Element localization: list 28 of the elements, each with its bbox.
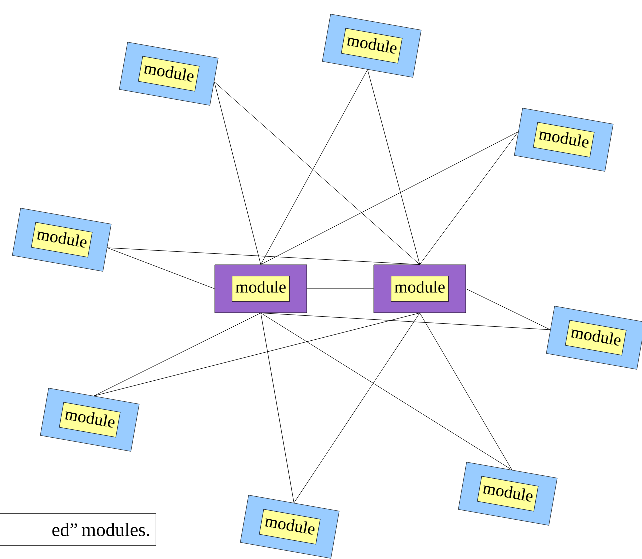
connector-line [260,312,551,330]
connector-line [260,312,294,504]
connector-line [260,312,512,470]
connector-line [107,248,420,266]
module-box: module [119,42,219,106]
module-box: module [546,306,642,370]
module-box: module [12,208,112,272]
module-box: module [514,108,614,172]
connector-line [294,312,420,504]
central-module-box: module [374,264,466,314]
connector-line [420,312,512,470]
connector-line [94,312,420,396]
connector-line [107,248,216,290]
module-box: module [40,388,140,452]
connector-line [306,288,374,290]
connector-line [260,70,368,266]
module-box: module [240,495,340,559]
connector-line [420,132,519,266]
module-box: module [458,462,558,526]
module-box: module [322,14,422,78]
connector-line [260,132,519,266]
connector-line [214,82,262,266]
connector-line [94,312,262,396]
caption-box: ed” modules. [0,514,156,546]
connector-line [466,288,551,330]
connector-line [368,70,420,266]
connector-line [214,82,420,266]
central-module-box: module [214,264,308,314]
